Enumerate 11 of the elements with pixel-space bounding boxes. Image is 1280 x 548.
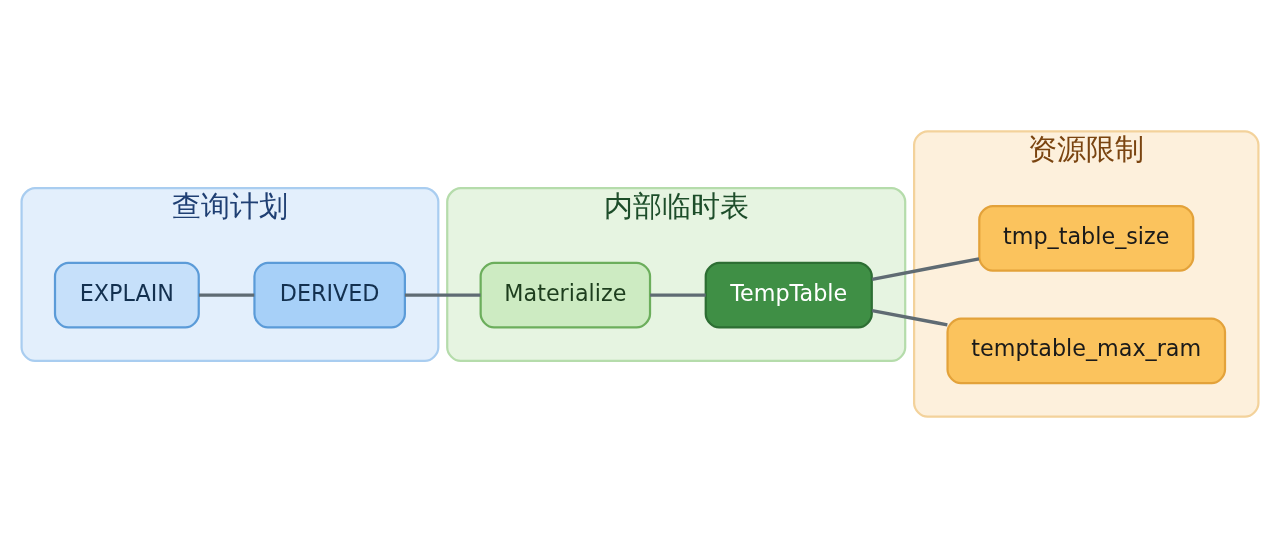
node-box: Materialize [479, 261, 652, 329]
connector [871, 309, 948, 327]
node-box: TempTable [704, 261, 873, 329]
connector [404, 293, 481, 297]
node-box: DERIVED [253, 261, 406, 329]
connector [199, 293, 255, 297]
connector [650, 293, 706, 297]
node-box: EXPLAIN [53, 261, 200, 329]
node-box: tmp_table_size [978, 204, 1195, 272]
connector [871, 257, 980, 281]
node-box: temptable_max_ram [946, 317, 1227, 385]
